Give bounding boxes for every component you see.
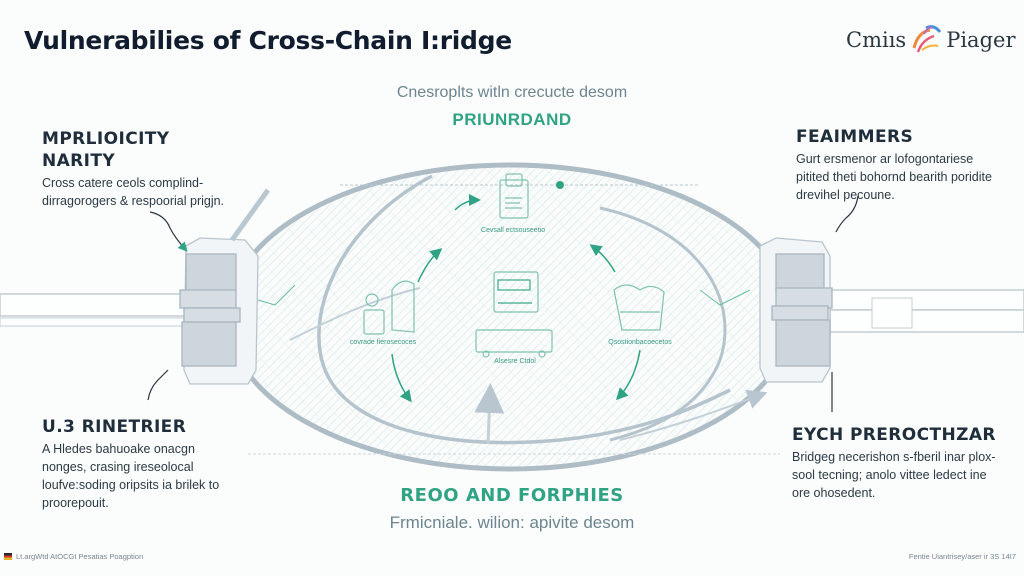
panel-body: A Hledes bahuoake onacgn nonges, crasing… (42, 442, 220, 510)
icon-label-user-devices: covrade fierosecoces (349, 339, 417, 346)
panel-bottom-left: U.3 RINETRIER A Hledes bahuoake onacgn n… (42, 416, 232, 512)
swirl-logo-icon (912, 25, 942, 53)
callout-arrow-tl (149, 211, 188, 252)
center-bottom-subtitle: Frmicniale. wilion: apivite desom (389, 513, 635, 532)
left-bridge-clamp (179, 188, 271, 385)
page-title: Vulnerabilies of Cross-Chain I:ridge (24, 26, 512, 55)
center-top-heading: PRIUNRDAND (452, 110, 572, 129)
panel-body: Cross catere ceols complind-dirragoroger… (42, 176, 225, 208)
icon-label-package: Qsostionbacoecetos (608, 339, 672, 346)
panel-top-right: FEAIMMERS Gurt ersmenor ar lofogontaries… (796, 126, 996, 204)
icon-label-document: Cevsall ectsouseetio (480, 227, 546, 234)
panel-heading: U.3 RINETRIER (42, 417, 187, 437)
panel-top-left: MPRLIOICITY NARITY Cross catere ceols co… (42, 128, 232, 210)
node-dot (556, 181, 564, 189)
callout-arrow-tr (835, 195, 859, 233)
logo-text-right: Piager (946, 28, 1016, 52)
center-top-subtitle: Cnesroplts witln crecucte desom (396, 84, 628, 101)
footer-left: Lt.argWtd AtOCGt Pesatias Poagption (4, 552, 143, 561)
footer-left-text: Lt.argWtd AtOCGt Pesatias Poagption (16, 552, 144, 561)
icon-label-server: Alsesre Ctdol (494, 358, 536, 365)
user-devices-icon (363, 280, 415, 335)
document-icon (499, 173, 529, 219)
brand-logo[interactable]: Cmiıs Piager (846, 22, 1015, 58)
package-icon (613, 284, 665, 331)
panel-heading: EYCH PREROCTHZAR (792, 425, 996, 445)
panel-heading: MPRLIOICITY NARITY (42, 129, 170, 171)
panel-heading: FEAIMMERS (796, 127, 914, 147)
footer-right-text: Fentie Uiantrisey/aser ir 3S 14I7 (908, 552, 1016, 561)
panel-body: Gurt ersmenor ar lofogontariese pitited … (796, 152, 992, 202)
logo-text-left: Cmiıs (846, 28, 907, 52)
flag-icon (4, 553, 12, 560)
panel-bottom-right: EYCH PREROCTHZAR Bridgeg necerishon s-fb… (792, 424, 1002, 502)
left-pipe (0, 293, 187, 327)
right-pipe (829, 289, 1024, 333)
center-bottom-heading: REOO AND FORPHIES (400, 485, 624, 506)
callout-arrow-bl (147, 369, 169, 401)
panel-body: Bridgeg necerishon s-fberil inar plox-so… (792, 450, 996, 500)
right-bridge-clamp (759, 237, 833, 383)
server-terminal-icon (475, 271, 553, 358)
